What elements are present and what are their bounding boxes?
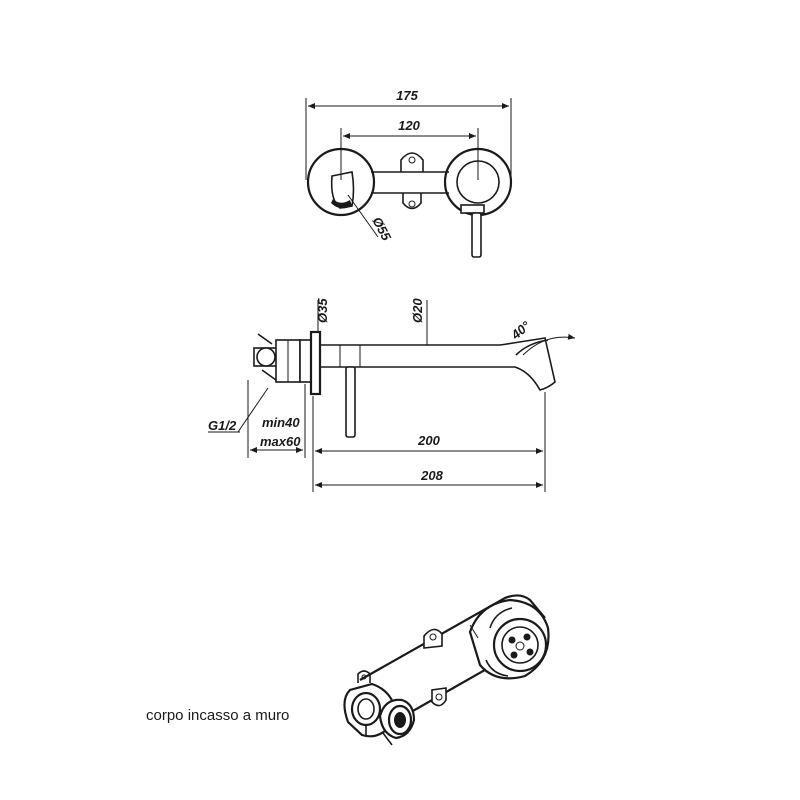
dim-label-thread: G1/2 <box>208 418 237 433</box>
dim-label-min: min40 <box>262 415 300 430</box>
side-lever <box>345 366 356 438</box>
fixing-bracket-top <box>400 152 424 172</box>
dim-label-angle: 40° <box>508 318 534 343</box>
outlet-connection <box>387 704 413 736</box>
lever-handle <box>471 212 482 258</box>
bottom-fixing-lug <box>431 687 447 707</box>
dim-label-200: 200 <box>417 433 440 448</box>
left-rosette <box>306 147 376 217</box>
concealed-body-drawing <box>343 594 550 746</box>
dim-label-diameter-55: Ø55 <box>369 214 394 243</box>
front-view: 175 120 Ø55 <box>305 88 513 258</box>
dim-label-208: 208 <box>420 468 443 483</box>
top-fixing-lug <box>423 628 443 649</box>
dim-label-max: max60 <box>260 434 301 449</box>
caption: corpo incasso a muro <box>146 707 289 724</box>
side-view: Ø35 Ø20 40° G1/2 min40 max60 <box>208 298 576 492</box>
fixing-bracket-bottom <box>402 193 422 210</box>
inlet-connection <box>350 691 382 727</box>
spout-aerator <box>331 199 352 209</box>
rosette-plate <box>309 330 322 396</box>
dim-label-175: 175 <box>396 88 418 103</box>
dim-label-diameter-35: Ø35 <box>315 298 330 323</box>
dim-label-diameter-20: Ø20 <box>410 298 425 323</box>
dim-label-120: 120 <box>398 118 420 133</box>
